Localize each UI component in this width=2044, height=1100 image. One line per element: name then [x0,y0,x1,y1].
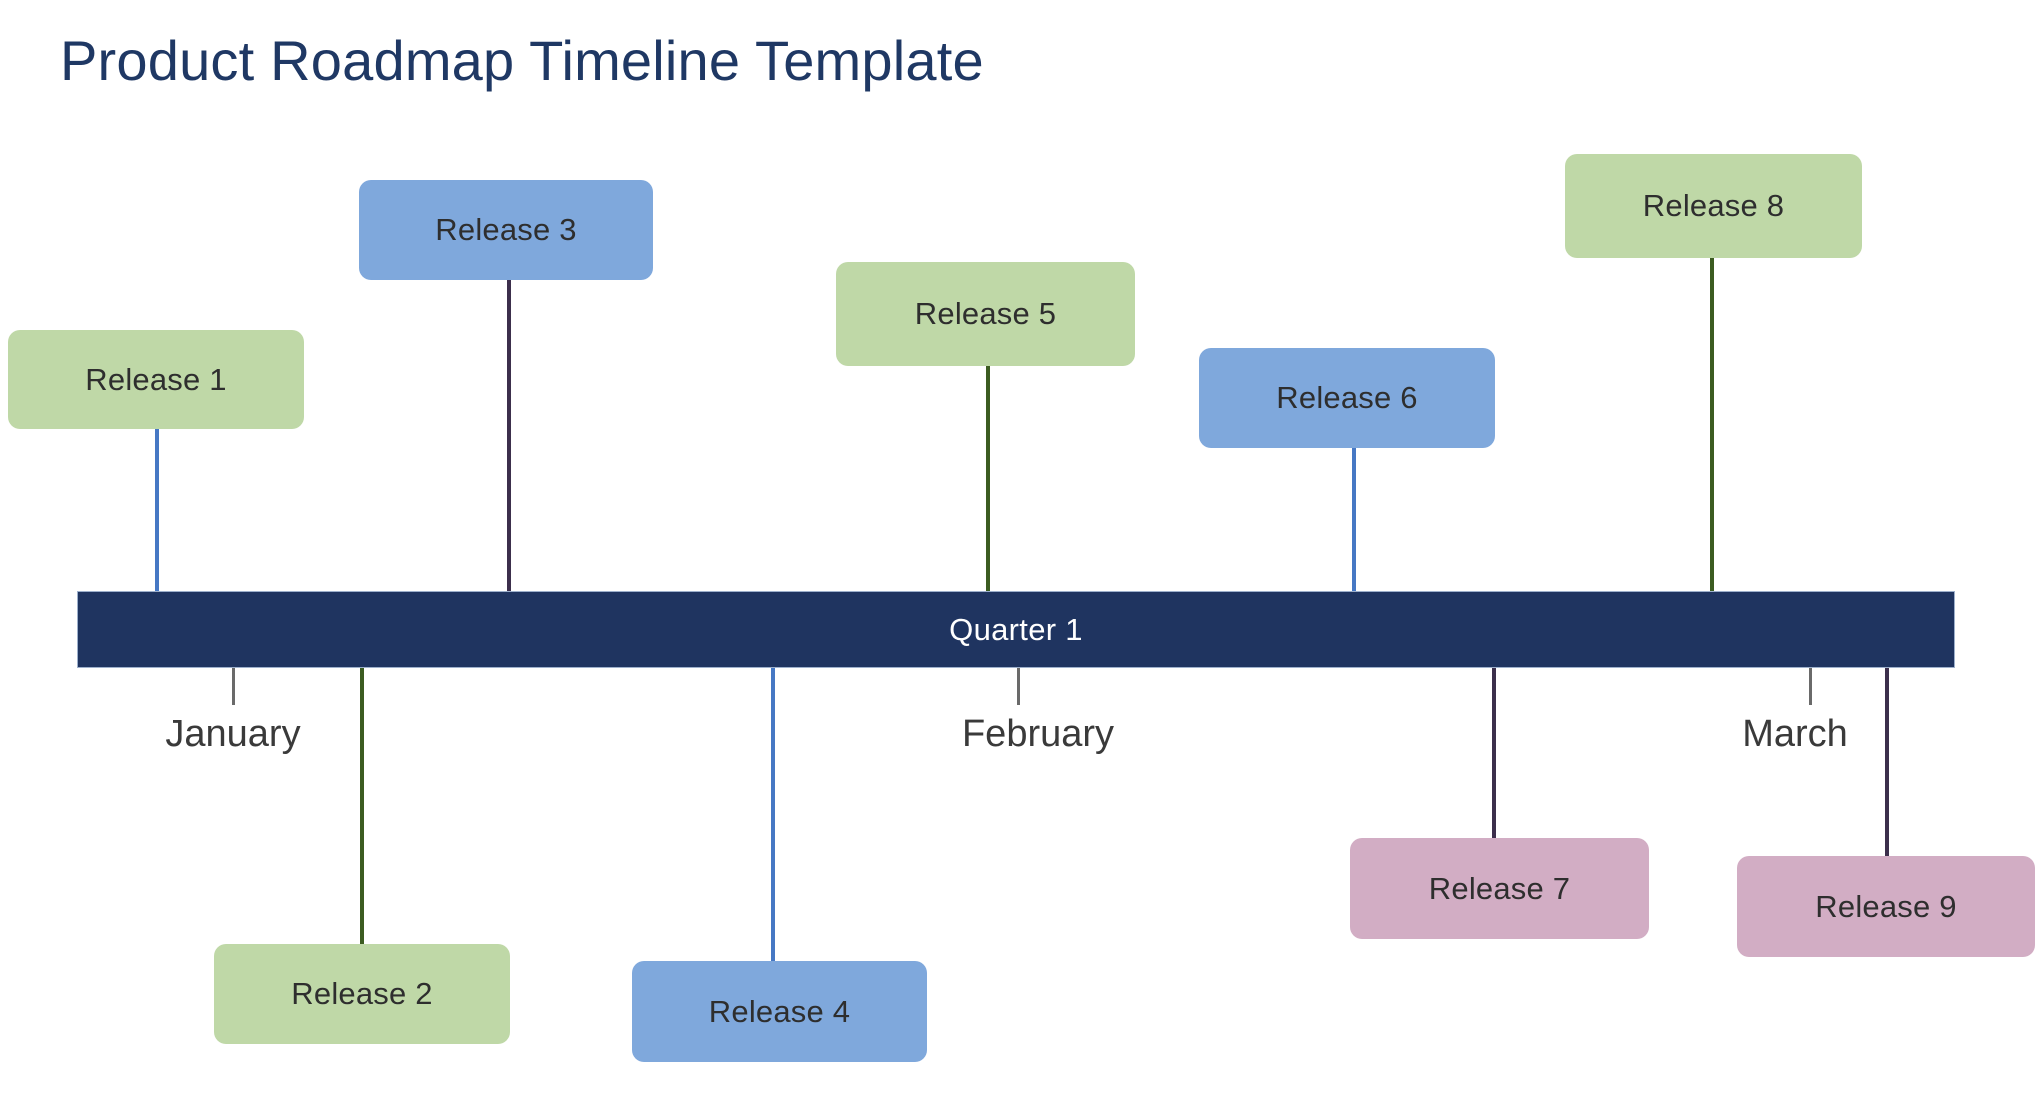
month-label-january: January [165,713,301,755]
release-box-release-5[interactable]: Release 5 [836,262,1135,366]
connector-release-7 [1492,668,1496,838]
connector-release-9 [1885,668,1889,856]
release-box-label: Release 9 [1815,888,1957,924]
release-box-release-2[interactable]: Release 2 [214,944,510,1044]
month-tick-march [1809,668,1812,705]
release-box-label: Release 3 [435,212,577,247]
timeline-bar[interactable]: Quarter 1 [77,591,1955,668]
month-tick-february [1017,668,1020,705]
timeline-bar-label: Quarter 1 [949,611,1083,647]
release-box-label: Release 7 [1428,870,1571,906]
release-box-release-9[interactable]: Release 9 [1737,856,2035,957]
release-box-label: Release 2 [291,976,433,1011]
connector-release-1 [155,429,159,592]
month-tick-january [232,668,235,705]
release-box-label: Release 4 [708,993,851,1029]
release-box-release-7[interactable]: Release 7 [1350,838,1649,939]
connector-release-3 [507,280,511,592]
release-box-release-1[interactable]: Release 1 [8,330,304,429]
connector-release-8 [1710,258,1714,592]
connector-release-5 [986,366,990,592]
release-box-label: Release 8 [1642,188,1785,223]
release-box-label: Release 5 [914,296,1057,331]
release-box-release-3[interactable]: Release 3 [359,180,653,280]
release-box-label: Release 1 [85,361,227,397]
connector-release-4 [771,668,775,961]
release-box-label: Release 6 [1276,380,1418,415]
month-label-march: March [1742,713,1848,755]
release-box-release-4[interactable]: Release 4 [632,961,927,1062]
page-title: Product Roadmap Timeline Template [60,29,984,92]
connector-release-6 [1352,448,1356,592]
release-box-release-8[interactable]: Release 8 [1565,154,1862,258]
month-label-february: February [961,713,1115,755]
release-box-release-6[interactable]: Release 6 [1199,348,1495,448]
connector-release-2 [360,668,364,944]
